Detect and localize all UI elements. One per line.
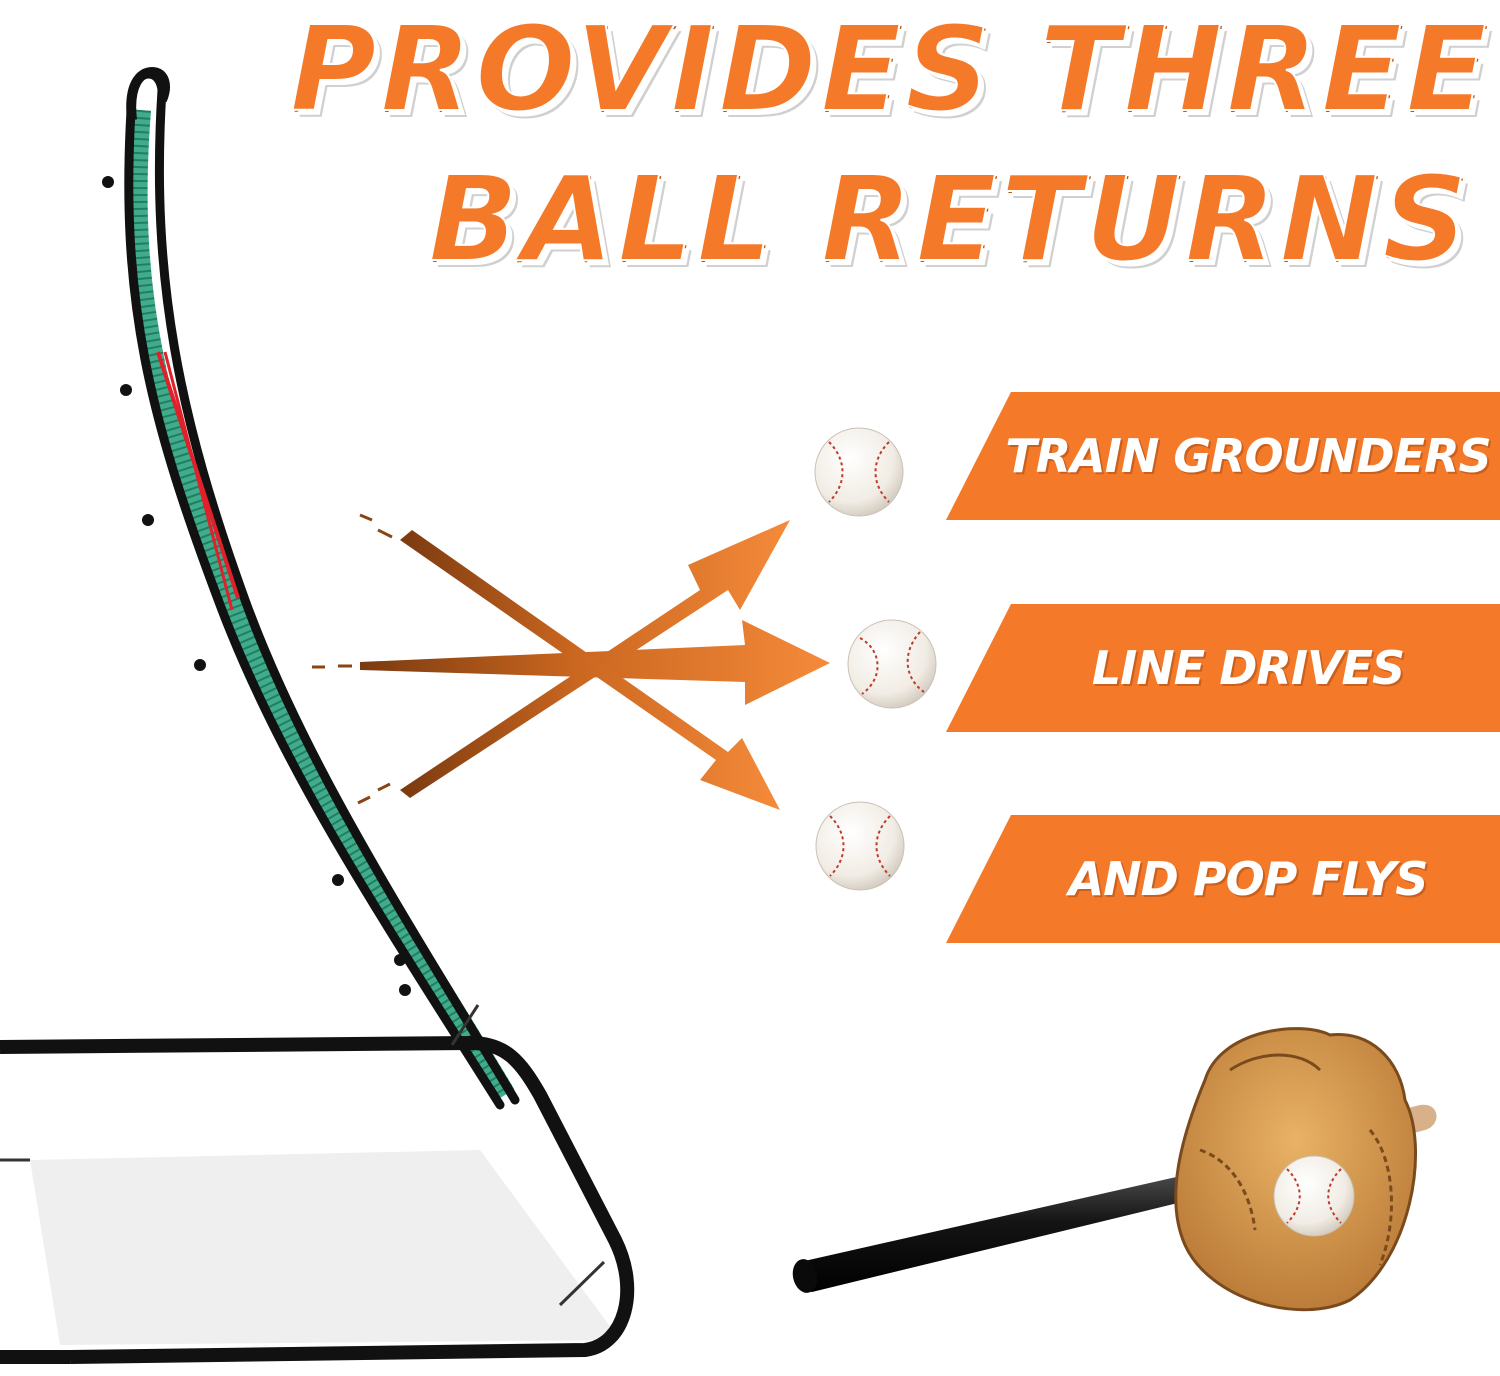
baseball-icon (1273, 1155, 1355, 1237)
arrow-icon (400, 520, 790, 798)
banner-pop-flys: AND POP FLYS (946, 815, 1500, 943)
floor-shadow (30, 1150, 620, 1345)
headline-line-1: PROVIDES THREE (289, 0, 1491, 138)
rebounder-net (0, 66, 635, 1364)
headline-line-2: BALL RETURNS (427, 150, 1472, 288)
arrow-icon (400, 530, 780, 810)
banner-label: AND POP FLYS (1068, 852, 1429, 906)
arrow-tail-dashes (312, 513, 393, 805)
baseball-icon (847, 619, 937, 709)
banner-label: LINE DRIVES (1091, 641, 1405, 695)
rebound-arrows (312, 513, 830, 810)
baseball-icon (815, 801, 905, 891)
banner-line-drives: LINE DRIVES (946, 604, 1500, 732)
banner-grounders: TRAIN GROUNDERS (946, 392, 1500, 520)
banner-label: TRAIN GROUNDERS (1005, 429, 1491, 483)
baseball-icon (814, 427, 904, 517)
